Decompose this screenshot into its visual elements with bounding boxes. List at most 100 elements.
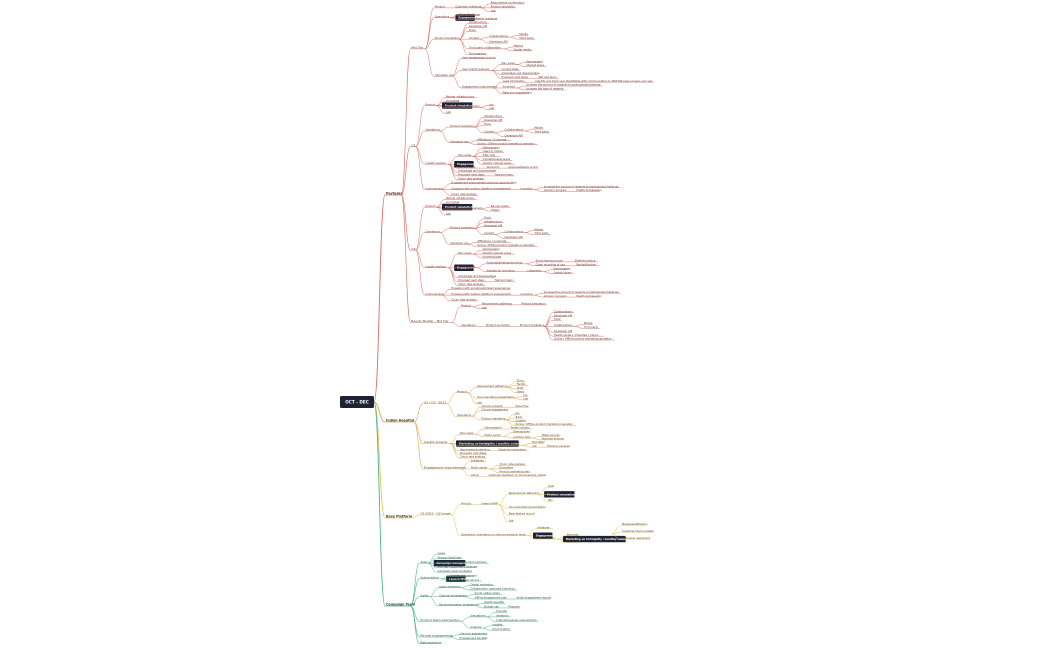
node-third-party-collaboration[interactable]: Third party collaboration [469,46,501,50]
node-insight-analysis[interactable]: Insight analysis [426,264,447,268]
node-content[interactable]: Content [469,36,479,40]
node-identify-interest-areas[interactable]: Identify interest areas [483,161,512,165]
node-internal-ideas[interactable]: Internal ideas [537,536,555,540]
node-proposed-next-steps[interactable]: Proposed next steps [460,451,487,455]
node-online-offline-product-marketing-operati[interactable]: Online / Offline product marketing opera… [477,243,535,247]
node-incentive[interactable]: Incentive [521,186,533,190]
node-retrospective[interactable]: Retrospective [420,640,441,644]
node-advantage-and-disadvantage[interactable]: Advantage and disadvantage [458,169,496,173]
node-q1-2022-q2-target[interactable]: Q1/2022 - Q2 target [420,512,451,516]
node-requirement-confirmation[interactable]: Requirement confirmation [491,1,525,5]
node-increase-the-amount-of-rewards-to-partic[interactable]: Increase the amount of rewards to partic… [544,290,619,294]
node-infrastructure[interactable]: Infrastructure [469,20,487,24]
node-integration[interactable]: Integration [527,268,542,272]
node-incentive[interactable]: Incentive [503,85,515,89]
node-developer-api[interactable]: Developer API [554,313,573,317]
tag-engagement[interactable]: Engagement [455,14,478,21]
node-lab[interactable]: Lab [489,106,494,110]
node-improvement[interactable]: Improvement [426,186,443,190]
node-others[interactable]: Others [491,208,500,212]
node-current-state[interactable]: Current state [458,264,476,268]
branch-base-platform[interactable]: Base Platform [386,515,413,519]
node-initiatives[interactable]: Initiatives [471,458,484,462]
node-documentation-presentation[interactable]: Documentation/presentation [477,395,515,399]
node-churn-rate-analysis[interactable]: Churn rate analysis [451,192,477,196]
node-increase-the-amount-of-rewards-to-partic[interactable]: Increase the amount of rewards to partic… [544,184,619,188]
tag-product-simulation[interactable]: Product simulation [544,491,575,498]
branch-paytasks[interactable]: Paytasks [386,192,403,196]
node-pain-areas[interactable]: Pain areas [502,61,516,65]
node-customer[interactable]: Customer [567,539,581,543]
node-mobile[interactable]: Mobile [519,32,528,36]
node-requirement-gathering[interactable]: Requirement gathering [482,302,512,306]
extra-messages-attention[interactable]: Messages/Attention [622,522,648,526]
node-developer-api[interactable]: Developer API [484,223,503,227]
node-demographic[interactable]: Demographic [513,429,531,433]
node-absolute-sources[interactable]: Absolute sources [542,437,565,441]
node-product-marketing[interactable]: Product marketing [435,36,459,40]
node-team-challenge[interactable]: Team Challenge [459,12,480,16]
node-actionable-listing-recording[interactable]: Actionable/listing/recording [487,261,523,265]
node-visual-tool-evaluation[interactable]: Visual tool evaluation [498,447,526,451]
node-incentive[interactable]: Incentive [521,292,533,296]
node-campaign-ops[interactable]: Campaign ops [450,139,469,143]
branch-indian-hospital[interactable]: Indian Hospital [386,419,414,423]
node-developer-api[interactable]: Developer API [505,235,524,239]
node-product[interactable]: Product [457,389,467,393]
node-product-team-intervention[interactable]: Product team intervention [420,618,459,622]
node-campaign-ops[interactable]: Campaign ops [435,73,454,77]
tag-engagement[interactable]: Engagement [454,160,476,168]
node-growth-engagement[interactable]: Growth engagement [450,573,477,577]
node-customer-weekly-challenge[interactable]: Customer - Weekly challenge [459,16,497,20]
node-lab[interactable]: Lab [446,212,451,216]
tag-engagement[interactable]: Engagement [532,532,555,539]
node-partner-infrastructure[interactable]: Partner infrastructure [446,94,474,98]
node-infrastructure[interactable]: Infrastructure [484,114,502,118]
node-ecosystem[interactable]: Ecosystem [499,466,514,470]
node-engaging-with-social-customized-experien[interactable]: Engaging with social/customized experien… [451,286,511,290]
node-lab[interactable]: Lab [509,519,514,523]
node-operations[interactable]: Operations [426,128,441,132]
node-rate-and-engagement[interactable]: Rate and engagement [503,91,532,95]
node-collaborations[interactable]: Collaborations [554,323,573,327]
node-submit-library[interactable]: Submit library [553,270,572,274]
node-channel-engagement[interactable]: Channel engagement [439,593,467,597]
node-iterations[interactable]: Iterations [496,614,509,618]
node-internal-business-requirements[interactable]: Internal/business requirements [496,618,537,622]
node-engagement-improvements[interactable]: Engagement improvements [424,466,466,470]
node-churn-rate-analysis[interactable]: Churn rate analysis [499,462,525,466]
node-tech-r-d[interactable]: Tech R&D [532,440,544,444]
node-product[interactable]: Product [461,501,471,505]
node-jan[interactable]: Jan [514,411,519,415]
node-churn-rate-analysis[interactable]: Churn rate analysis [458,177,484,181]
node-collaborations[interactable]: Collaborations [489,34,508,38]
node-collaborations[interactable]: Collaborations [505,229,524,233]
node-churn-rate-analysis[interactable]: Churn rate analysis [451,298,477,302]
node-insight-analysis[interactable]: Insight analysis [424,440,448,444]
node-increase-the-type-of-rewards[interactable]: Increase the type of rewards [526,87,564,91]
node-requirement-gathering[interactable]: Requirement gathering [509,491,539,495]
node-operations[interactable]: Operations [426,229,441,233]
node-collaborations[interactable]: Collaborations [505,128,524,132]
node-product[interactable]: Product [426,204,436,208]
node-facility[interactable]: Facility [517,382,526,386]
node-improvement[interactable]: Improvement [426,292,443,296]
node-operations[interactable]: Operations [457,413,472,417]
node-documentation-presentation[interactable]: Documentation/presentation [509,505,547,509]
node-lead-information[interactable]: Lead information [503,79,525,83]
node-social-channel-roll-out[interactable]: Social channel roll out [450,578,479,582]
node-content[interactable]: Content [515,418,525,422]
node-mobile[interactable]: Mobile [534,227,543,231]
node-health-centers-hospitals-clinics[interactable]: Health centers / Hospitals / Clinics [554,333,599,337]
node-proposed-next-steps[interactable]: Proposed next steps [458,278,485,282]
node-subscription[interactable]: Subscription [420,576,439,580]
node-engagement-improvement[interactable]: Engagement improvement [462,85,497,89]
node-user-insight-analysis[interactable]: User insight analysis [462,67,489,71]
node-lifecycle-assessment[interactable]: Lifecycle assessment [460,632,488,636]
node-lead-conversion[interactable]: Lead conversion [439,585,461,589]
tag-product-simulation[interactable]: Product simulation [441,203,473,211]
node-track[interactable]: Track [554,317,561,321]
node-health-ambassador[interactable]: Health Ambassador [576,188,602,192]
node-developer-api[interactable]: Developer API [489,40,508,44]
